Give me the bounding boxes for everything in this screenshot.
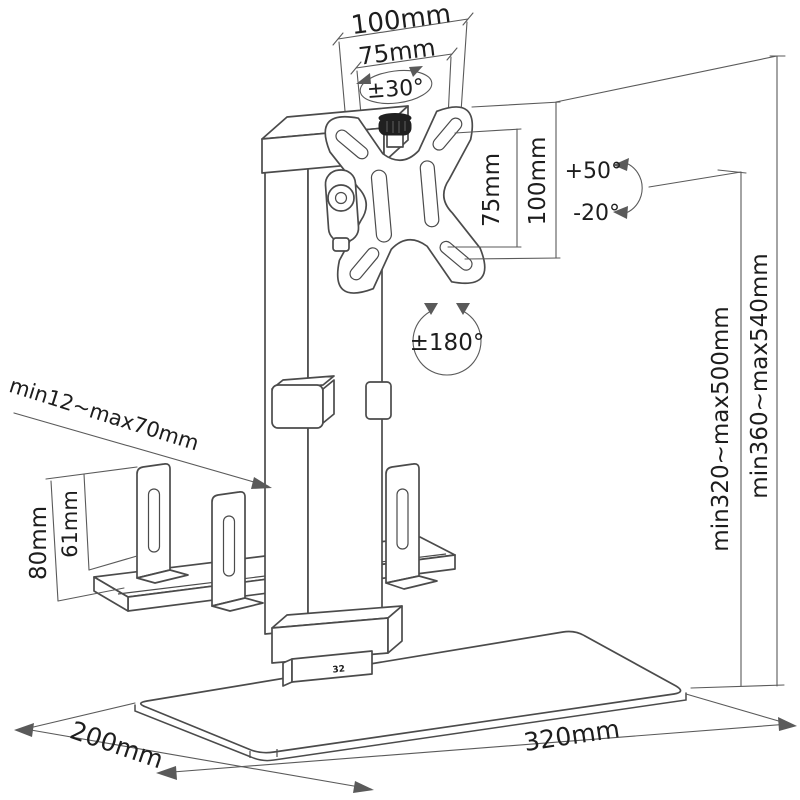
pole-base: 32	[271, 605, 403, 687]
vesa-center-slots	[370, 160, 440, 243]
dim-vesa-height-inner: 75mm	[447, 128, 522, 248]
height-range-outer-label: min360~max540mm	[747, 253, 773, 498]
swivel-range-label: ±180°	[410, 330, 485, 356]
vesa-width-outer-label: 100mm	[349, 0, 452, 41]
vesa-height-inner-label: 75mm	[479, 153, 505, 227]
tilt-up-label: +50°	[565, 159, 622, 184]
holder-height-outer-label: 80mm	[26, 506, 52, 580]
vesa-plate	[324, 106, 486, 294]
rotate-range-label: ±30°	[366, 75, 425, 104]
dim-vesa-width-inner: 75mm	[350, 33, 458, 75]
dim-height-range-outer: min360~max540mm	[555, 55, 786, 689]
holder-bracket-right	[385, 463, 438, 590]
dim-holder-heights: 80mm 61mm	[26, 466, 138, 602]
holder-bracket-front-left	[211, 491, 264, 612]
base-width-label: 320mm	[522, 714, 622, 757]
dim-swivel-range: ±180°	[410, 303, 485, 376]
dim-tilt-range: +50° -20°	[565, 158, 742, 226]
cable-clips	[271, 375, 392, 429]
clamp-range-label: min12~max70mm	[6, 373, 201, 455]
base-plate	[134, 630, 687, 762]
holder-height-inner-label: 61mm	[58, 490, 82, 558]
adjustment-knob	[378, 113, 412, 148]
vesa-height-outer-label: 100mm	[525, 137, 551, 226]
dim-height-range-inner: min320~max500mm	[708, 169, 747, 687]
dim-vesa-height-outer: 100mm	[464, 101, 561, 260]
height-range-inner-label: min320~max500mm	[708, 306, 734, 551]
holder-bracket-back-left	[136, 463, 189, 584]
tilt-down-label: -20°	[573, 201, 620, 226]
pivot-joint	[324, 169, 360, 252]
dim-rotate-range: ±30°	[356, 66, 433, 105]
base-depth-label: 200mm	[66, 716, 167, 775]
pole-marking-label: 32	[332, 664, 346, 675]
vesa-corner-slots	[335, 117, 473, 281]
